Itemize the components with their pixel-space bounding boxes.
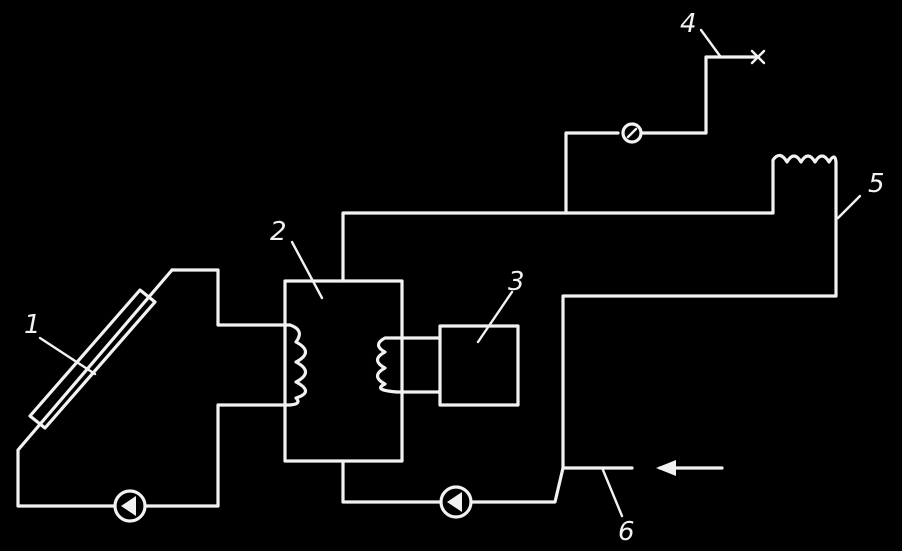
- solar-collector-panel: [28, 288, 157, 430]
- label-1-collector: 1: [24, 310, 41, 340]
- storage-tank: [283, 279, 404, 463]
- cold-water-inlet-arrow: [656, 460, 724, 476]
- label-5-radiator: 5: [868, 169, 885, 199]
- hot-water-outlet-line: [564, 131, 620, 215]
- leader-line-1: [38, 336, 97, 376]
- label-3-auxiliary-heater: 3: [508, 267, 525, 297]
- secondary-heat-exchanger-coil: [375, 336, 399, 394]
- label-4-draw-off: 4: [680, 9, 697, 39]
- label-6-cold-water-inlet: 6: [618, 517, 635, 547]
- auxiliary-heater-box: [438, 324, 520, 407]
- leader-line-3: [476, 290, 514, 344]
- tank-return-line: [341, 459, 443, 504]
- label-2-storage-tank: 2: [270, 217, 287, 247]
- primary-heat-exchanger-coil: [288, 323, 308, 407]
- leader-line-4: [699, 28, 722, 58]
- leader-line-2: [290, 240, 324, 300]
- collector-pump-icon: [113, 489, 147, 523]
- leader-line-6: [601, 468, 624, 518]
- leader-line-5: [836, 194, 862, 220]
- outlet-valve-icon: [621, 122, 643, 144]
- pump-to-mains-line: [469, 466, 565, 504]
- draw-off-tap-icon: [750, 49, 766, 65]
- circulation-pump-icon: [439, 485, 473, 519]
- draw-off-line: [639, 55, 760, 135]
- hot-water-supply-line: [341, 153, 838, 470]
- collector-loop: [16, 268, 292, 508]
